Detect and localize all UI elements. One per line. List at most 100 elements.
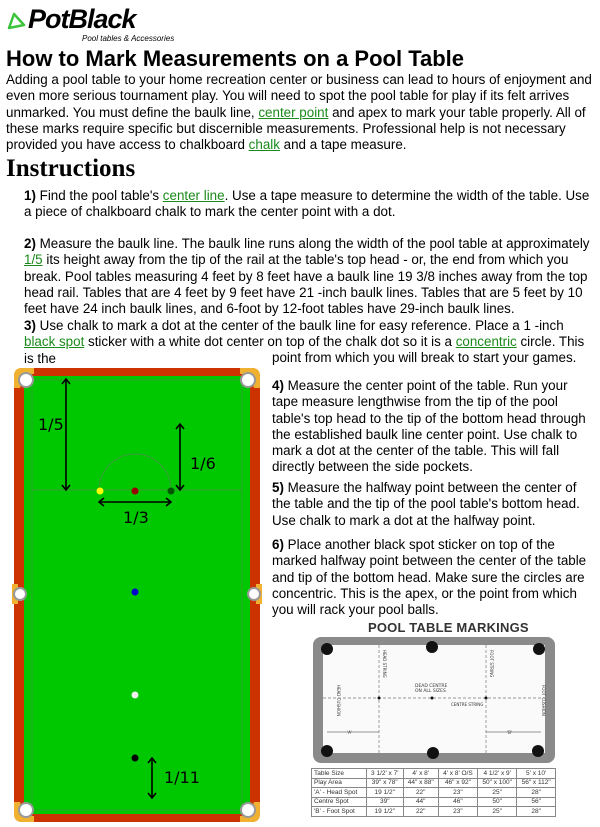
step-2: 2) Measure the baulk line. The baulk lin… xyxy=(24,236,594,317)
text: Find the pool table's xyxy=(35,188,163,203)
black-ball xyxy=(131,754,139,762)
logo-tagline: Pool tables & Accessories xyxy=(82,34,175,43)
table-cell: 39" xyxy=(365,796,404,807)
table-cell: 4' x 8' O/S xyxy=(437,768,479,779)
text: Measure the halfway point between the ce… xyxy=(272,480,580,528)
text: Use chalk to mark a dot at the center of… xyxy=(35,318,564,333)
potblack-logo[interactable]: PotBlack Pool tables & Accessories xyxy=(6,4,176,44)
foot-cushion-label: FOOT CUSHION xyxy=(541,685,546,716)
label-one-fifth: 1/5 xyxy=(38,415,64,434)
step-number: 6) xyxy=(272,537,284,552)
table-cell: 56" x 112" xyxy=(516,777,556,788)
table-cell: 4' x 8' xyxy=(402,768,439,779)
text: Adding a pool table to your home recreat… xyxy=(6,72,592,120)
pockets xyxy=(12,368,262,822)
table-cell: 22" xyxy=(402,806,439,817)
table-cell: 4 1/2' x 9' xyxy=(477,768,518,779)
foot-string-label: FOOT STRING xyxy=(489,650,494,677)
centre-string-label: CENTRE STRING xyxy=(451,702,483,707)
pink-spot xyxy=(131,691,139,699)
table-cell: 44" xyxy=(402,796,439,807)
table-cell: 25" xyxy=(477,806,518,817)
instructions-heading: Instructions xyxy=(6,155,136,182)
table-cell: 23" xyxy=(437,787,479,798)
text: Measure the baulk line. The baulk line r… xyxy=(35,236,590,251)
table-cell: 28" xyxy=(516,806,556,817)
step-1: 1) Find the pool table's center line. Us… xyxy=(24,188,594,221)
pool-table-markings-diagram: DEAD CENTRE ON ALL SIZES CENTRE STRING '… xyxy=(313,637,555,763)
table-cell: 23" xyxy=(437,806,479,817)
logo-name: PotBlack xyxy=(28,4,137,34)
table-cell: Centre Spot xyxy=(311,796,367,807)
triangle-logo-icon xyxy=(7,12,26,30)
text: . Use a tape measure to determine the wi… xyxy=(24,188,590,220)
step-number: 2) xyxy=(24,236,36,251)
step-number: 1) xyxy=(24,188,36,203)
table-cell: 5' x 10' xyxy=(516,768,556,779)
label-one-eleventh: 1/11 xyxy=(164,768,200,787)
table-cell: 19 1/2" xyxy=(365,806,404,817)
green-ball xyxy=(167,487,175,495)
concentric-link[interactable]: concentric xyxy=(455,334,517,350)
black-spot-link[interactable]: black spot xyxy=(24,334,85,350)
table-cell: 3 1/2' x 7' xyxy=(365,768,404,779)
step-3: 3) Use chalk to mark a dot at the center… xyxy=(24,318,594,367)
chalk-link[interactable]: chalk xyxy=(248,137,280,153)
snooker-table-diagram: 1/5 1/6 1/3 1/11 xyxy=(12,368,262,822)
table-cell: 28" xyxy=(516,787,556,798)
step-number: 3) xyxy=(24,318,36,333)
yellow-ball xyxy=(96,487,104,495)
text: Place another black spot sticker on top … xyxy=(272,537,587,618)
table-cloth xyxy=(24,376,250,814)
intro-paragraph: Adding a pool table to your home recreat… xyxy=(6,72,598,153)
step-5: 5) Measure the halfway point between the… xyxy=(272,480,592,529)
table-cell: 'A' - Head Spot xyxy=(311,787,367,798)
label-one-sixth: 1/6 xyxy=(190,454,216,473)
text: and a tape measure. xyxy=(279,137,407,153)
b-label: 'B' xyxy=(507,730,512,735)
table-cell: 'B' - Foot Spot xyxy=(311,806,367,817)
table-cell: 19 1/2" xyxy=(365,787,404,798)
step-4: 4) Measure the center point of the table… xyxy=(272,378,592,476)
markings-title: POOL TABLE MARKINGS xyxy=(368,620,529,635)
step-number: 4) xyxy=(272,378,284,393)
brown-ball xyxy=(131,487,139,495)
table-cell: Table Size xyxy=(311,768,367,779)
table-cell: 50" xyxy=(477,796,518,807)
table-cell: 39" x 78" xyxy=(365,777,404,788)
step-6: 6) Place another black spot sticker on t… xyxy=(272,537,592,618)
center-point-link[interactable]: center point xyxy=(258,104,329,120)
table-cell: 25" xyxy=(477,787,518,798)
page-title: How to Mark Measurements on a Pool Table xyxy=(6,46,465,71)
blue-ball xyxy=(131,588,139,596)
label-one-third: 1/3 xyxy=(123,508,149,527)
text: Measure the center point of the table. R… xyxy=(272,378,586,475)
text: circle. This is the xyxy=(24,334,585,366)
head-cushion-label: HEAD CUSHION xyxy=(336,685,341,716)
table-cell: 50" x 100" xyxy=(477,777,518,788)
table-cell: 56" xyxy=(516,796,556,807)
table-cell: 46" x 92" xyxy=(437,777,479,788)
center-line-link[interactable]: center line xyxy=(162,188,225,203)
pool-bed xyxy=(323,645,545,753)
one-fifth-link[interactable]: 1/5 xyxy=(24,252,43,268)
table-cell: 46" xyxy=(437,796,479,807)
text: sticker with a white dot center on top o… xyxy=(84,334,456,350)
d-semicircle xyxy=(98,453,172,491)
a-label: 'A' xyxy=(347,730,352,735)
table-cell: Play Area xyxy=(311,777,367,788)
table-cell: 44" x 88" xyxy=(402,777,439,788)
all-sizes-label: ON ALL SIZES xyxy=(415,688,446,694)
text: and apex to mark your table properly. Al… xyxy=(6,104,586,153)
measure-arrows xyxy=(61,377,185,800)
head-string-label: HEAD STRING xyxy=(382,650,387,678)
text: its height away from the tip of the rail… xyxy=(24,252,588,317)
dead-centre-label: DEAD CENTRE xyxy=(415,683,448,689)
table-cell: 22" xyxy=(402,787,439,798)
step-3-continued: point from which you will break to start… xyxy=(272,350,577,365)
